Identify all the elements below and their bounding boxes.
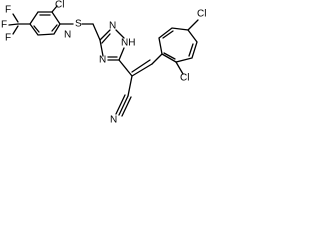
molecule-drawing: F F F Cl N S N NH N N Cl Cl [1,0,206,126]
atom-nh-triazole: NH [121,38,135,49]
atom-cl-phenyl-right: Cl [180,73,189,84]
structure-diagram: F F F Cl N S N NH N N Cl Cl [0,0,224,142]
bond-nitrile-triple-1 [118,95,129,116]
bond-triazole-vinyl [118,59,133,77]
triazole-bond-5 [99,39,104,57]
phenyl-double-1 [162,30,174,39]
atom-f-bottom: F [5,33,11,44]
bond-cf-bottom [12,25,19,35]
bond-c-cl-phenyl-top [187,19,199,31]
bond-c-cn [127,75,133,97]
atom-f-top: F [5,5,11,16]
bond-nitrile-triple-3 [115,94,126,115]
bond-vinyl-double-2 [131,59,151,73]
bond-c-cl-pyridine [51,5,58,13]
atom-cl-pyridine: Cl [55,0,64,11]
atom-f-left: F [1,20,7,31]
triazole-double-1 [101,33,111,44]
atom-n-triazole-top: N [109,21,116,32]
triazole-bond-3 [118,47,125,61]
phenyl-double-2 [188,43,194,57]
bond-cf-top [12,13,19,23]
atom-cl-phenyl-top: Cl [197,9,206,20]
triazole-bond-1 [99,29,111,41]
bond-cf-left [8,23,19,26]
pyridine-double-2 [33,25,40,33]
bond-ch2-triazole [92,23,101,41]
atom-s-thioether: S [75,19,82,30]
triazole-bond-2 [115,29,125,39]
phenyl-double-3 [163,52,176,60]
atom-n-nitrile: N [110,115,117,126]
bond-c-cl-phenyl-right [175,61,184,75]
bond-vinyl-phenyl [151,53,163,65]
bond-vinyl-double [131,63,153,77]
phenyl-ring [158,27,198,63]
bond-nitrile-triple-2 [121,96,132,117]
pyridine-double-3 [51,24,58,32]
bonds [8,5,199,117]
atom-n-triazole-bottom: N [99,55,106,66]
atom-n-pyridine: N [64,30,71,41]
atom-labels: F F F Cl N S N NH N N Cl Cl [1,0,206,126]
